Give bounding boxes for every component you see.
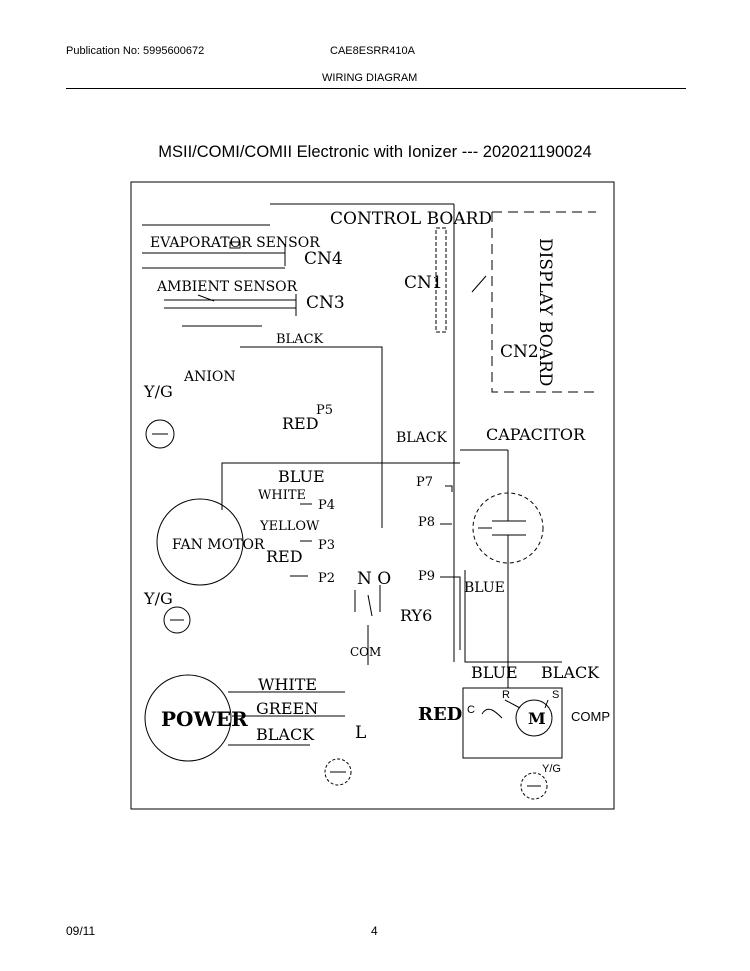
publication-number: Publication No: 5995600672 (66, 45, 205, 57)
compressor-box (462, 687, 563, 759)
label-blue-p9: BLUE (464, 580, 505, 596)
label-p7: P7 (416, 475, 433, 490)
label-comp: COMP (571, 709, 610, 724)
label-yg-2: Y/G (143, 589, 173, 608)
label-p3: P3 (318, 538, 335, 553)
power-cord-symbol (144, 674, 232, 762)
label-yg-1: Y/G (143, 382, 173, 401)
label-r: R (502, 689, 510, 701)
label-cn4: CN4 (304, 249, 343, 269)
label-c: C (467, 704, 475, 716)
label-black-mid: BLACK (396, 430, 447, 446)
label-white-fan: WHITE (258, 488, 306, 503)
label-blue-comp: BLUE (471, 663, 518, 682)
ground-symbol-power (324, 758, 352, 786)
label-m: M (528, 709, 546, 728)
label-cn2: CN2 (500, 342, 539, 362)
label-evaporator-sensor: EVAPORATOR SENSOR (150, 235, 320, 251)
label-black-power: BLACK (256, 725, 315, 744)
footer-date: 09/11 (66, 924, 96, 938)
header-rule (66, 88, 686, 89)
label-fan-motor: FAN MOTOR (172, 537, 265, 553)
label-cn1: CN1 (404, 273, 443, 293)
label-yellow: YELLOW (259, 519, 320, 534)
label-p9: P9 (418, 569, 435, 584)
cn1-connector (435, 227, 447, 333)
section-title: WIRING DIAGRAM (322, 72, 418, 84)
label-cn3: CN3 (306, 293, 345, 313)
label-yg-3: Y/G (542, 763, 561, 775)
footer-page-number: 4 (371, 924, 378, 938)
label-s: S (552, 689, 559, 701)
label-p2: P2 (318, 571, 335, 586)
label-display-board: DISPLAY BOARD (535, 238, 555, 386)
display-board-outline (491, 211, 596, 393)
label-blue-fan: BLUE (278, 467, 325, 486)
label-ambient-sensor: AMBIENT SENSOR (156, 279, 298, 295)
label-control-board: CONTROL BOARD (330, 209, 492, 229)
label-p8: P8 (418, 515, 435, 530)
label-power: POWER (161, 707, 248, 731)
ground-symbol-fan (163, 606, 191, 634)
diagram-frame (130, 181, 615, 810)
label-p5: P5 (316, 403, 333, 418)
label-red-comp: RED (418, 704, 462, 725)
ground-symbol-anion (145, 419, 175, 449)
label-l: L (355, 723, 366, 743)
fan-motor-symbol (156, 498, 244, 586)
label-capacitor: CAPACITOR (486, 425, 586, 444)
label-black-top: BLACK (276, 332, 324, 347)
compressor-motor-symbol (515, 699, 553, 737)
model-number: CAE8ESRR410A (330, 45, 415, 57)
label-white-power: WHITE (258, 675, 317, 694)
label-red-p5: RED (282, 414, 319, 433)
label-p4: P4 (318, 498, 335, 513)
label-green: GREEN (256, 699, 318, 718)
label-no: N O (357, 569, 391, 589)
label-ry6: RY6 (400, 606, 432, 625)
diagram-title: MSII/COMI/COMII Electronic with Ionizer … (158, 143, 592, 161)
label-com: COM (350, 645, 381, 659)
label-anion: ANION (183, 369, 236, 385)
label-black-comp: BLACK (541, 663, 600, 682)
label-red-fan: RED (266, 547, 303, 566)
ground-symbol-comp (520, 772, 548, 800)
